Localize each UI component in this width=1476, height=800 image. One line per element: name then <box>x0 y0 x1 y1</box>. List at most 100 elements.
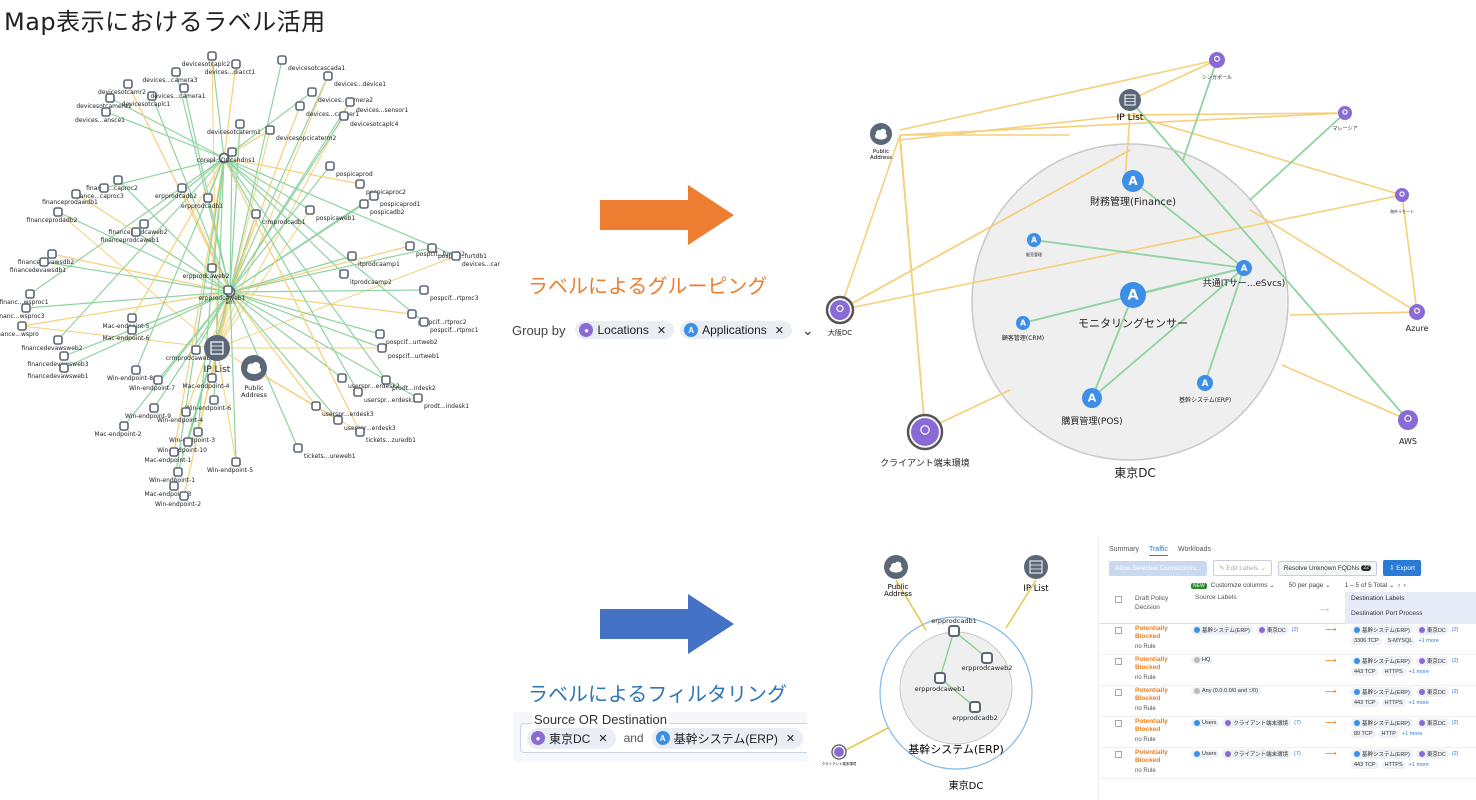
workload-node[interactable] <box>333 415 343 425</box>
more-link[interactable]: +1 more <box>1408 700 1429 706</box>
traffic-edge[interactable] <box>229 203 365 293</box>
remove-erp-icon[interactable]: ✕ <box>785 732 796 745</box>
workload-node[interactable] <box>369 191 379 201</box>
workload-node[interactable] <box>323 71 333 81</box>
workload-node[interactable] <box>123 79 133 89</box>
filtered-ip-list-node[interactable]: IP List <box>1023 555 1049 594</box>
traffic-edge[interactable] <box>216 347 237 463</box>
application-group-node[interactable] <box>1197 375 1213 391</box>
dest-count[interactable]: (2) <box>1451 689 1459 695</box>
workload-node[interactable] <box>231 59 241 69</box>
traffic-edge[interactable] <box>223 157 387 381</box>
erp-workload-node[interactable] <box>934 672 946 684</box>
traffic-edge[interactable] <box>229 123 241 293</box>
group-ip-list-node[interactable]: IP List <box>1117 89 1144 123</box>
edit-labels-button[interactable]: ✎ Edit Labels ⌄ <box>1213 560 1272 576</box>
filter-chip-tokyo[interactable]: ● 東京DC ✕ <box>527 727 616 749</box>
workload-node[interactable] <box>101 107 111 117</box>
row-checkbox[interactable] <box>1115 627 1122 634</box>
workload-node[interactable] <box>193 427 203 437</box>
workload-node[interactable] <box>293 443 303 453</box>
application-group-node[interactable] <box>1016 316 1030 330</box>
traffic-edge[interactable] <box>229 213 257 293</box>
more-link[interactable]: +1 more <box>1408 762 1429 768</box>
workload-node[interactable] <box>113 175 123 185</box>
chevron-down-icon[interactable]: ⌄ <box>802 321 814 338</box>
dest-count[interactable]: (2) <box>1451 658 1459 664</box>
traffic-edge[interactable] <box>229 291 413 315</box>
table-row[interactable]: Potentially Blocked no Rule HQ ⟶ 基幹システム(… <box>1099 655 1476 686</box>
application-group-node[interactable] <box>1027 233 1041 247</box>
traffic-edge[interactable] <box>223 157 359 393</box>
location-group-node[interactable] <box>1209 52 1225 68</box>
traffic-edge[interactable] <box>175 71 231 293</box>
remove-applications-icon[interactable]: ✕ <box>774 324 785 337</box>
filtered-public-address-node[interactable]: Public Address <box>884 555 912 598</box>
traffic-edge[interactable] <box>29 157 225 295</box>
traffic-edge[interactable] <box>173 157 225 453</box>
workload-node[interactable] <box>25 289 35 299</box>
traffic-edge[interactable] <box>135 231 231 293</box>
workload-node[interactable] <box>147 91 157 101</box>
workload-node[interactable] <box>251 209 261 219</box>
traffic-edge[interactable] <box>131 291 231 331</box>
traffic-edge[interactable] <box>229 291 343 379</box>
workload-node[interactable] <box>59 351 69 361</box>
traffic-edge[interactable] <box>229 75 329 293</box>
traffic-edge[interactable] <box>229 291 339 421</box>
location-group-node[interactable] <box>1409 304 1425 320</box>
workload-node[interactable] <box>277 55 287 65</box>
tab-traffic[interactable]: Traffic <box>1148 546 1169 556</box>
erp-workload-node[interactable] <box>981 652 993 664</box>
traffic-edge[interactable] <box>211 55 218 349</box>
traffic-edge[interactable] <box>216 75 329 349</box>
traffic-edge[interactable] <box>211 55 225 159</box>
full-traffic-map[interactable]: amdevicesotcaplc2devices...camera3device… <box>0 40 500 510</box>
workload-node[interactable] <box>295 101 305 111</box>
application-group-node[interactable] <box>1120 282 1146 308</box>
traffic-edge[interactable] <box>223 157 311 211</box>
remove-locations-icon[interactable]: ✕ <box>656 324 667 337</box>
remove-tokyo-icon[interactable]: ✕ <box>598 732 608 745</box>
traffic-edge[interactable] <box>25 291 231 309</box>
workload-node[interactable] <box>311 401 321 411</box>
workload-node[interactable] <box>339 111 349 121</box>
workload-node[interactable] <box>419 285 429 295</box>
traffic-edge[interactable] <box>229 291 237 463</box>
traffic-edge[interactable] <box>229 247 433 293</box>
tab-workloads[interactable]: Workloads <box>1178 546 1211 553</box>
workload-node[interactable] <box>169 481 179 491</box>
traffic-edge[interactable] <box>123 291 231 427</box>
workload-node[interactable] <box>53 335 63 345</box>
traffic-edge[interactable] <box>103 157 225 189</box>
workload-node[interactable] <box>181 407 191 417</box>
workload-node[interactable] <box>203 193 213 203</box>
select-all-checkbox[interactable] <box>1115 596 1122 603</box>
workload-node[interactable] <box>127 325 137 335</box>
row-checkbox[interactable] <box>1115 720 1122 727</box>
workload-node[interactable] <box>171 67 181 77</box>
location-group-node[interactable] <box>1398 410 1418 430</box>
workload-node[interactable] <box>405 241 415 251</box>
application-group-node[interactable] <box>1236 260 1252 276</box>
col-destination[interactable]: Destination Labels Destination Port Proc… <box>1345 592 1476 624</box>
group-public-address-node[interactable]: Public Address <box>870 123 892 161</box>
workload-node[interactable] <box>307 87 317 97</box>
workload-node[interactable] <box>427 243 437 253</box>
workload-node[interactable] <box>47 249 57 259</box>
workload-node[interactable] <box>419 317 429 327</box>
more-link[interactable]: +1 more <box>1401 731 1423 737</box>
erp-workload-node[interactable] <box>969 701 981 713</box>
dest-count[interactable]: (2) <box>1451 627 1459 633</box>
location-group-node[interactable] <box>911 418 939 446</box>
traffic-edge[interactable] <box>216 209 311 349</box>
traffic-edge[interactable] <box>229 289 425 293</box>
workload-node[interactable] <box>235 119 245 129</box>
location-group-node[interactable] <box>1395 188 1409 202</box>
workload-node[interactable] <box>339 269 349 279</box>
workload-node[interactable] <box>119 421 129 431</box>
filtered-map[interactable]: erpprodcadb1erpprodcaweb2erpprodcaweb1er… <box>820 548 1092 800</box>
workload-node[interactable] <box>191 345 201 355</box>
workload-node[interactable] <box>131 365 141 375</box>
